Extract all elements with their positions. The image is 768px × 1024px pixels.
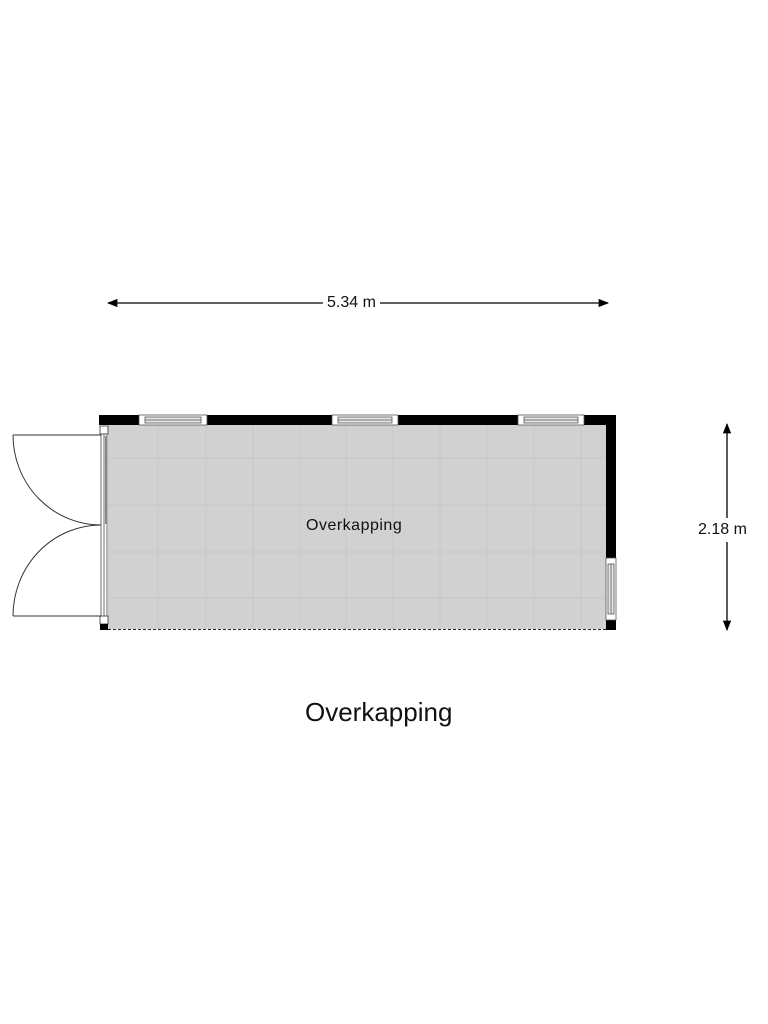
window-right — [605, 557, 617, 621]
door-upper — [12, 434, 102, 526]
top-wall — [99, 415, 616, 425]
room-label: Overkapping — [306, 517, 403, 534]
room-floor — [108, 425, 606, 629]
window-top-3 — [517, 414, 585, 426]
window-top-2 — [331, 414, 399, 426]
left-wall — [99, 425, 109, 630]
right-wall — [606, 415, 616, 630]
door-lower — [12, 524, 102, 617]
depth-dimension-label: 2.18 m — [695, 518, 750, 542]
floorplan-caption: Overkapping — [305, 697, 453, 727]
width-dimension-label: 5.34 m — [323, 294, 380, 312]
window-top-1 — [138, 414, 208, 426]
